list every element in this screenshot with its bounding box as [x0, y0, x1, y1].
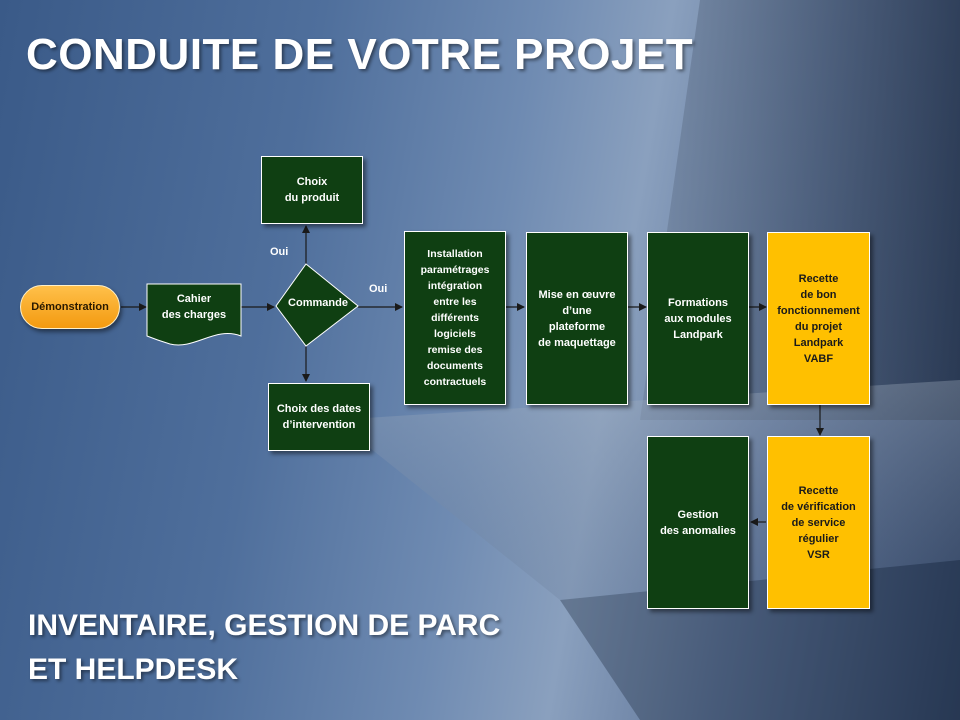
cahier-label: Cahier des charges [161, 293, 227, 321]
commande-diamond [275, 263, 359, 347]
cahier-document-shape [146, 283, 242, 346]
recette-vsr-node: Recette de vérification de service régul… [767, 436, 870, 609]
demonstration-node: Démonstration [20, 285, 120, 329]
recette-vabf-node: Recette de bon fonctionnement du projet … [767, 232, 870, 405]
page-title: CONDUITE DE VOTRE PROJET [26, 30, 694, 79]
choix-dates-node: Choix des dates d’intervention [268, 383, 370, 451]
footer-line-1: INVENTAIRE, GESTION DE PARC [28, 609, 501, 642]
formations-node: Formations aux modules Landpark [647, 232, 749, 405]
edge-label-oui-right: Oui [369, 283, 388, 295]
choix-produit-node: Choix du produit [261, 156, 363, 224]
installation-node: Installation paramétrages intégration en… [404, 231, 506, 405]
footer-line-2: ET HELPDESK [28, 653, 239, 686]
commande-label: Commande [288, 297, 348, 309]
edge-label-oui-up: Oui [270, 246, 289, 258]
footer-heading: INVENTAIRE, GESTION DE PARC ET HELPDESK [28, 604, 500, 692]
mise-en-oeuvre-node: Mise en œuvre d’une plateforme de maquet… [526, 232, 628, 405]
gestion-anomalies-node: Gestion des anomalies [647, 436, 749, 609]
